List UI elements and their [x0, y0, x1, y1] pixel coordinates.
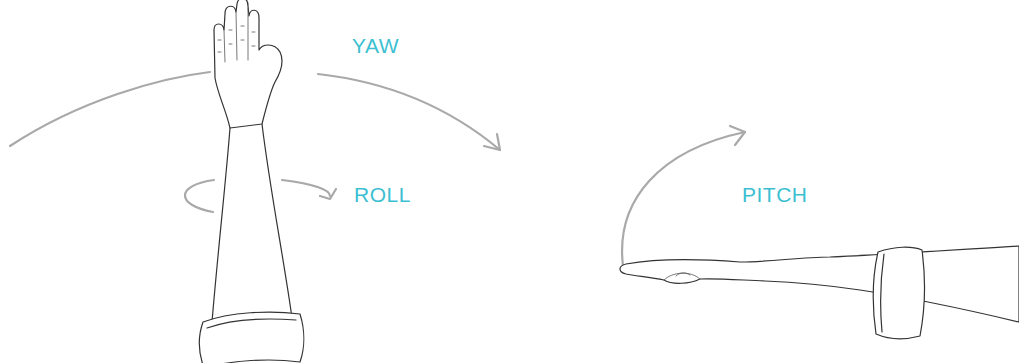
yaw-arrow	[10, 72, 210, 146]
roll-arrow	[185, 180, 214, 212]
roll-arrow	[282, 180, 330, 196]
armband-edge	[881, 254, 884, 332]
forearm-outline	[212, 128, 230, 322]
side-hand-outline	[620, 246, 1019, 322]
forearm-outline	[262, 124, 292, 318]
axis-label: YAW	[352, 34, 399, 58]
axis-label: PITCH	[742, 183, 808, 207]
finger-line	[224, 8, 248, 62]
roll-arrowhead	[320, 189, 336, 199]
pitch-arrowhead	[730, 126, 745, 145]
thumb-line	[664, 273, 700, 280]
yaw-arrowhead	[484, 134, 500, 150]
armband	[873, 247, 924, 339]
axis-label: ROLL	[354, 183, 411, 207]
pitch-arrow	[622, 132, 745, 266]
hand-outline	[214, 0, 282, 128]
armband	[199, 312, 303, 363]
knuckle-mark	[218, 26, 255, 52]
yaw-arrow	[318, 74, 500, 150]
armband-edge	[207, 319, 296, 328]
